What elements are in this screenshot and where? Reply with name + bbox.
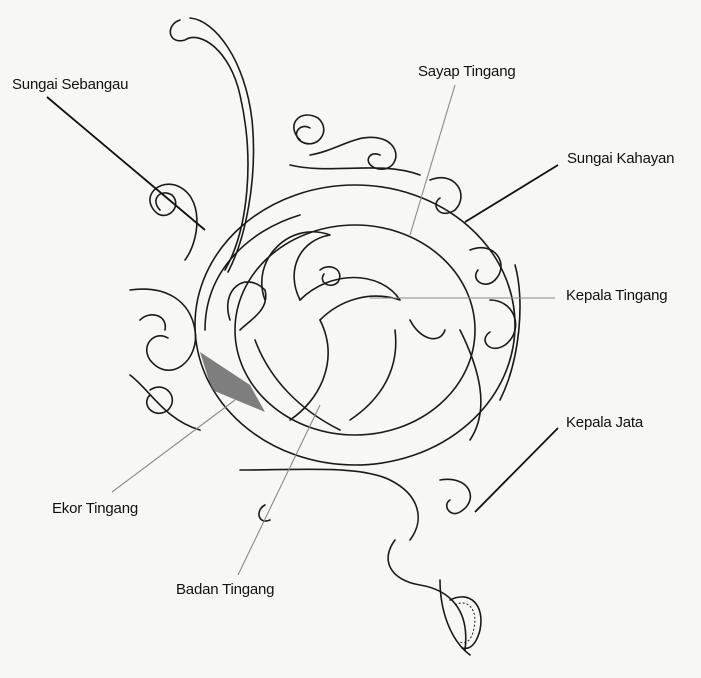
label-ekor-tingang: Ekor Tingang — [52, 500, 138, 517]
label-sungai-kahayan: Sungai Kahayan — [567, 150, 674, 167]
label-kepala-tingang: Kepala Tingang — [566, 287, 667, 304]
label-sayap-tingang: Sayap Tingang — [418, 63, 515, 80]
label-sungai-sebangau: Sungai Sebangau — [12, 76, 128, 93]
label-kepala-jata: Kepala Jata — [566, 414, 643, 431]
label-badan-tingang: Badan Tingang — [176, 581, 274, 598]
